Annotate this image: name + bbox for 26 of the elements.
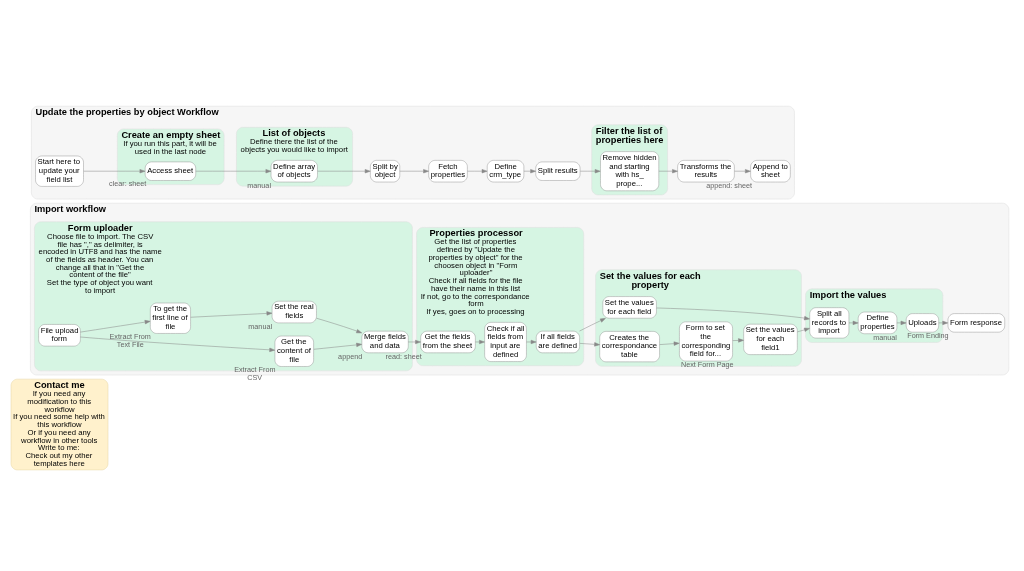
arrow <box>938 320 949 325</box>
arrow <box>317 168 371 173</box>
arrow <box>579 317 606 331</box>
arrow <box>190 310 273 317</box>
arrow <box>195 168 272 173</box>
arrow <box>732 337 744 342</box>
arrow <box>579 168 601 173</box>
arrow <box>467 168 488 173</box>
arrow <box>659 341 680 346</box>
arrow <box>80 319 151 332</box>
arrow <box>80 336 276 352</box>
arrow <box>523 168 536 173</box>
arrow <box>734 168 751 173</box>
arrow <box>658 168 678 173</box>
arrow <box>848 320 859 325</box>
arrow <box>475 339 485 344</box>
arrow <box>316 317 362 333</box>
arrow <box>313 342 362 350</box>
arrow <box>656 307 810 320</box>
arrow <box>399 168 429 173</box>
arrow <box>896 320 907 325</box>
arrow <box>797 327 810 332</box>
arrow <box>526 339 537 344</box>
arrow <box>408 339 421 344</box>
arrow <box>579 341 600 346</box>
arrow <box>83 168 146 173</box>
